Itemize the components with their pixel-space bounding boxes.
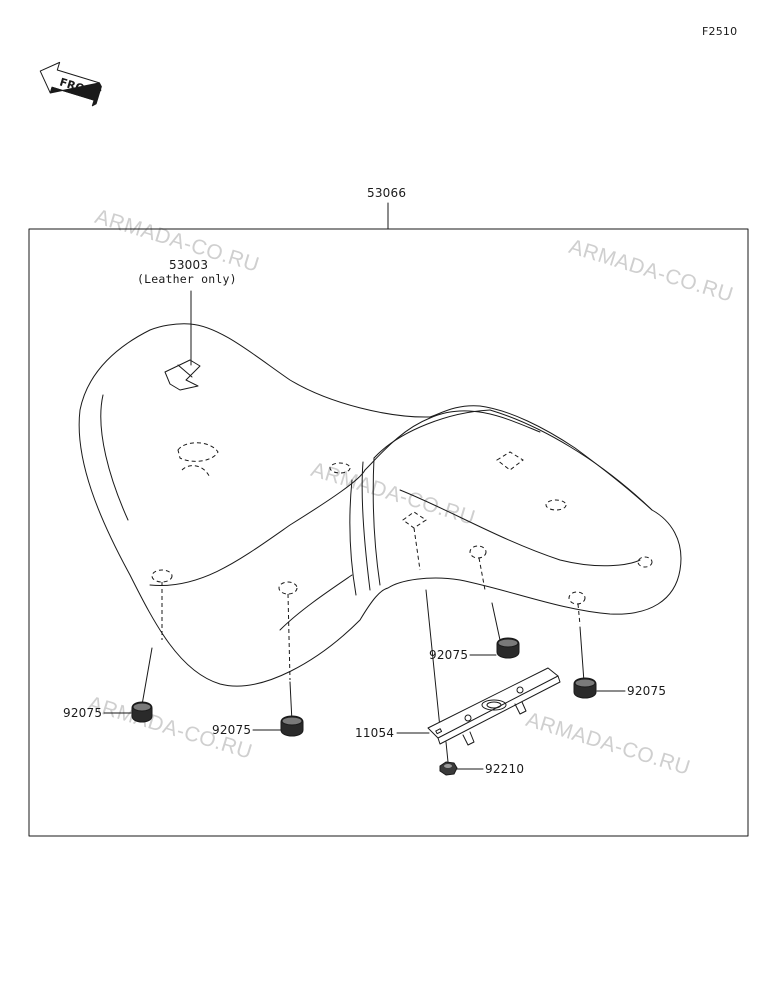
damper (280, 715, 304, 737)
assembly-part-label: 53066 (367, 186, 407, 200)
bracket (427, 667, 561, 746)
damper-part-label: 92075 (429, 648, 469, 662)
damper-part-label: 92075 (627, 684, 667, 698)
seat-outline (78, 323, 682, 687)
damper (573, 677, 597, 699)
nut (439, 761, 458, 776)
assembly-frame (28, 228, 749, 837)
damper (496, 637, 520, 659)
front-arrow-icon: FRONT (39, 61, 103, 107)
bracket-part-label: 11054 (355, 726, 395, 740)
damper-part-label: 92075 (63, 706, 103, 720)
nut-part-label: 92210 (485, 762, 525, 776)
diagram-code: F2510 (702, 25, 738, 38)
cover-patch (164, 359, 201, 391)
cover-note-label: (Leather only) (137, 272, 237, 286)
damper (131, 701, 153, 723)
cover-part-label: 53003 (169, 258, 209, 272)
damper-part-label: 92075 (212, 723, 252, 737)
